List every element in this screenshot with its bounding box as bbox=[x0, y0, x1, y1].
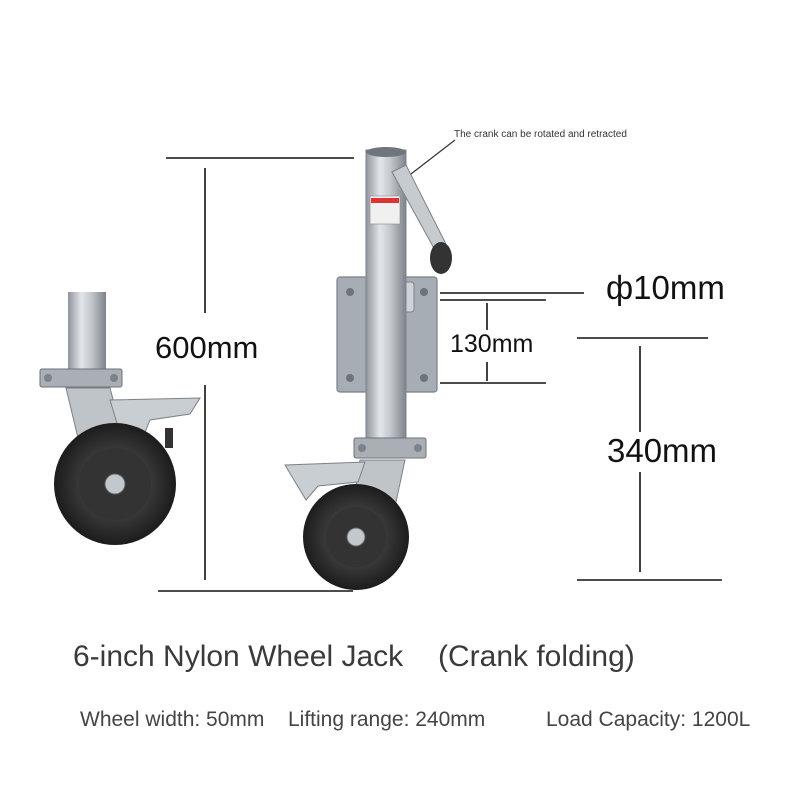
product-subtitle: (Crank folding) bbox=[438, 640, 635, 673]
bracket-130mm-label: 130mm bbox=[450, 330, 534, 358]
spec-wheel-width: Wheel width: 50mm bbox=[80, 708, 265, 731]
crank-callout-label: The crank can be rotated and retracted bbox=[454, 129, 627, 140]
dimension-600mm-lines bbox=[158, 157, 354, 592]
front-view-jack bbox=[284, 139, 456, 590]
height-600mm-label: 600mm bbox=[155, 330, 259, 365]
spec-load-capacity: Load Capacity: 1200L bbox=[546, 708, 751, 731]
product-title: 6-inch Nylon Wheel Jack bbox=[73, 640, 404, 673]
side-view-jack bbox=[39, 292, 201, 545]
pin-diameter-label: ф10mm bbox=[606, 269, 725, 306]
height-340mm-label: 340mm bbox=[607, 432, 718, 469]
spec-lifting-range: Lifting range: 240mm bbox=[288, 708, 486, 731]
dimension-right-lines bbox=[440, 292, 722, 581]
